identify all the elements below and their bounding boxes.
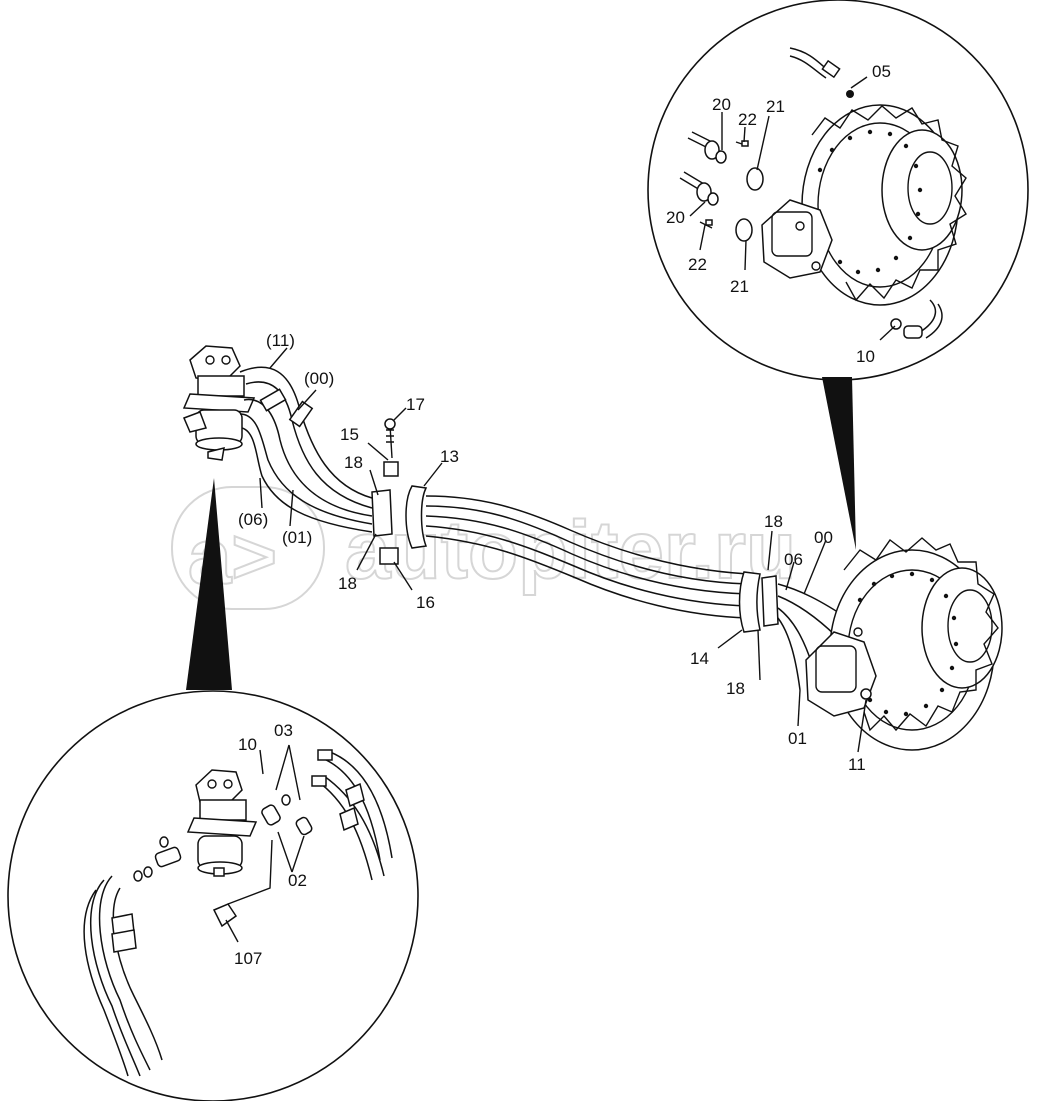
pointer-wedge bbox=[186, 478, 232, 690]
label-16: 16 bbox=[416, 593, 435, 612]
label-20b: 20 bbox=[666, 208, 685, 227]
label-05: 05 bbox=[872, 62, 891, 81]
exploded-fittings bbox=[679, 131, 764, 242]
swivel-joint-detail bbox=[186, 769, 258, 877]
detail-circle-travel-motor bbox=[647, 0, 1029, 550]
label-15: 15 bbox=[340, 425, 359, 444]
sprocket bbox=[805, 537, 1003, 751]
label-06-parenthesized: (06) bbox=[238, 510, 268, 529]
label-06: 06 bbox=[784, 550, 803, 569]
label-00-parenthesized: (00) bbox=[304, 369, 334, 388]
label-01-parenthesized: (01) bbox=[282, 528, 312, 547]
label-22a: 22 bbox=[738, 110, 757, 129]
sprocket-detail bbox=[761, 104, 967, 306]
label-17: 17 bbox=[406, 395, 425, 414]
label-11: 11 bbox=[848, 755, 866, 774]
detail-circle-swivel-joint bbox=[7, 478, 419, 1101]
label-21a: 21 bbox=[766, 97, 785, 116]
swivel-joint bbox=[182, 345, 256, 461]
pointer-wedge bbox=[822, 377, 856, 550]
label-18a: 18 bbox=[344, 453, 363, 472]
label-03: 03 bbox=[274, 721, 293, 740]
label-20a: 20 bbox=[712, 95, 731, 114]
label-01: 01 bbox=[788, 729, 807, 748]
label-18b: 18 bbox=[338, 574, 357, 593]
main-assembly bbox=[182, 345, 1003, 753]
label-11-parenthesized: (11) bbox=[266, 331, 295, 350]
label-18c: 18 bbox=[764, 512, 783, 531]
part-labels: 05 20 21 22 20 22 21 10 (11) (00) 17 15 … bbox=[234, 62, 891, 968]
label-13: 13 bbox=[440, 447, 459, 466]
label-22b: 22 bbox=[688, 255, 707, 274]
label-21b: 21 bbox=[730, 277, 749, 296]
label-00: 00 bbox=[814, 528, 833, 547]
label-107: 107 bbox=[234, 949, 262, 968]
label-02: 02 bbox=[288, 871, 307, 890]
label-18d: 18 bbox=[726, 679, 745, 698]
label-14: 14 bbox=[690, 649, 709, 668]
label-10a: 10 bbox=[856, 347, 875, 366]
label-10b: 10 bbox=[238, 735, 257, 754]
